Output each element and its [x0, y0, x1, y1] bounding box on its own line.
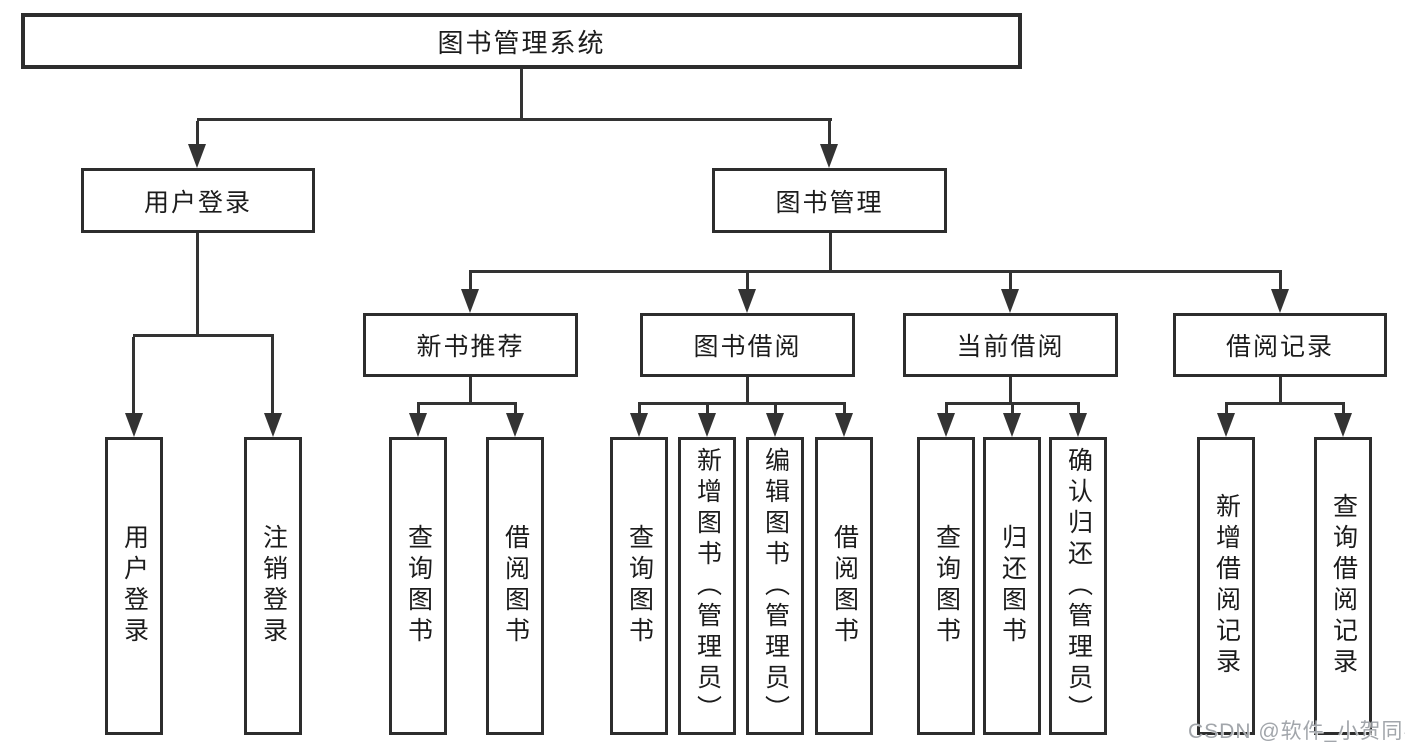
connector-borrow-records-stem: [1279, 377, 1282, 405]
connector-book-borrow-branch: [638, 402, 846, 405]
connector-book-mgmt-stem: [829, 233, 832, 273]
connector-drop-b1: [417, 405, 420, 415]
connector-book-mgmt-branch: [469, 270, 1282, 273]
connector-drop-book-mgmt: [828, 121, 831, 146]
arrow-login-leaf: [125, 413, 143, 437]
connector-drop-user-login: [196, 121, 199, 146]
connector-root-stem: [520, 69, 523, 121]
connector-drop-c2: [706, 405, 709, 415]
connector-drop-c1: [638, 405, 641, 415]
leaf-add-borrow-record: 新增借阅记录: [1197, 437, 1255, 735]
connector-drop-c3: [774, 405, 777, 415]
node-current-borrowing: 当前借阅: [903, 313, 1118, 377]
arrow-d1: [937, 413, 955, 437]
arrow-user-login: [188, 144, 206, 168]
leaf-add-books-admin: 新增图书（管理员）: [678, 437, 736, 735]
arrow-e2: [1334, 413, 1352, 437]
arrow-b1: [409, 413, 427, 437]
node-borrowing-records: 借阅记录: [1173, 313, 1387, 377]
connector-drop-current-borrow: [1009, 273, 1012, 291]
connector-drop-logout-leaf: [271, 337, 274, 415]
connector-drop-b2: [514, 405, 517, 415]
node-library-management-system: 图书管理系统: [21, 13, 1022, 69]
connector-current-borrow-branch: [945, 402, 1080, 405]
arrow-current-borrow: [1001, 289, 1019, 313]
leaf-query-books-current: 查询图书: [917, 437, 975, 735]
connector-drop-e1: [1225, 405, 1228, 415]
connector-drop-d2: [1011, 405, 1014, 415]
arrow-c4: [835, 413, 853, 437]
connector-drop-d3: [1077, 405, 1080, 415]
node-new-book-recommend: 新书推荐: [363, 313, 578, 377]
connector-current-borrow-stem: [1009, 377, 1012, 405]
arrow-book-borrow: [738, 289, 756, 313]
leaf-query-books: 查询图书: [610, 437, 668, 735]
arrow-logout-leaf: [264, 413, 282, 437]
connector-drop-c4: [843, 405, 846, 415]
watermark: CSDN @软件_小贺同学: [1188, 720, 1405, 743]
leaf-return-books: 归还图书: [983, 437, 1041, 735]
arrow-c2: [698, 413, 716, 437]
leaf-user-login: 用户登录: [105, 437, 163, 735]
connector-drop-borrow-records: [1279, 273, 1282, 291]
arrow-new-book-rec: [461, 289, 479, 313]
connector-drop-e2: [1342, 405, 1345, 415]
arrow-e1: [1217, 413, 1235, 437]
leaf-logout: 注销登录: [244, 437, 302, 735]
connector-borrow-records-branch: [1225, 402, 1345, 405]
leaf-query-borrow-record: 查询借阅记录: [1314, 437, 1372, 735]
connector-user-login-stem: [196, 233, 199, 337]
arrow-b2: [506, 413, 524, 437]
arrow-c1: [630, 413, 648, 437]
connector-user-login-branch: [133, 334, 274, 337]
node-book-borrowing: 图书借阅: [640, 313, 855, 377]
connector-book-borrow-stem: [746, 377, 749, 405]
connector-drop-login-leaf: [132, 337, 135, 415]
arrow-borrow-records: [1271, 289, 1289, 313]
leaf-borrow-books-rec: 借阅图书: [486, 437, 544, 735]
node-user-login: 用户登录: [81, 168, 315, 233]
leaf-query-books-rec: 查询图书: [389, 437, 447, 735]
node-book-management: 图书管理: [712, 168, 947, 233]
leaf-edit-books-admin: 编辑图书（管理员）: [746, 437, 804, 735]
arrow-d3: [1069, 413, 1087, 437]
leaf-confirm-return-admin: 确认归还（管理员）: [1049, 437, 1107, 735]
connector-drop-new-book-rec: [469, 273, 472, 291]
connector-root-branch: [197, 118, 832, 121]
connector-drop-d1: [945, 405, 948, 415]
connector-drop-book-borrow: [746, 273, 749, 291]
connector-new-book-rec-stem: [469, 377, 472, 405]
leaf-borrow-books: 借阅图书: [815, 437, 873, 735]
connector-new-book-rec-branch: [417, 402, 517, 405]
arrow-c3: [766, 413, 784, 437]
arrow-d2: [1003, 413, 1021, 437]
arrow-book-mgmt: [820, 144, 838, 168]
